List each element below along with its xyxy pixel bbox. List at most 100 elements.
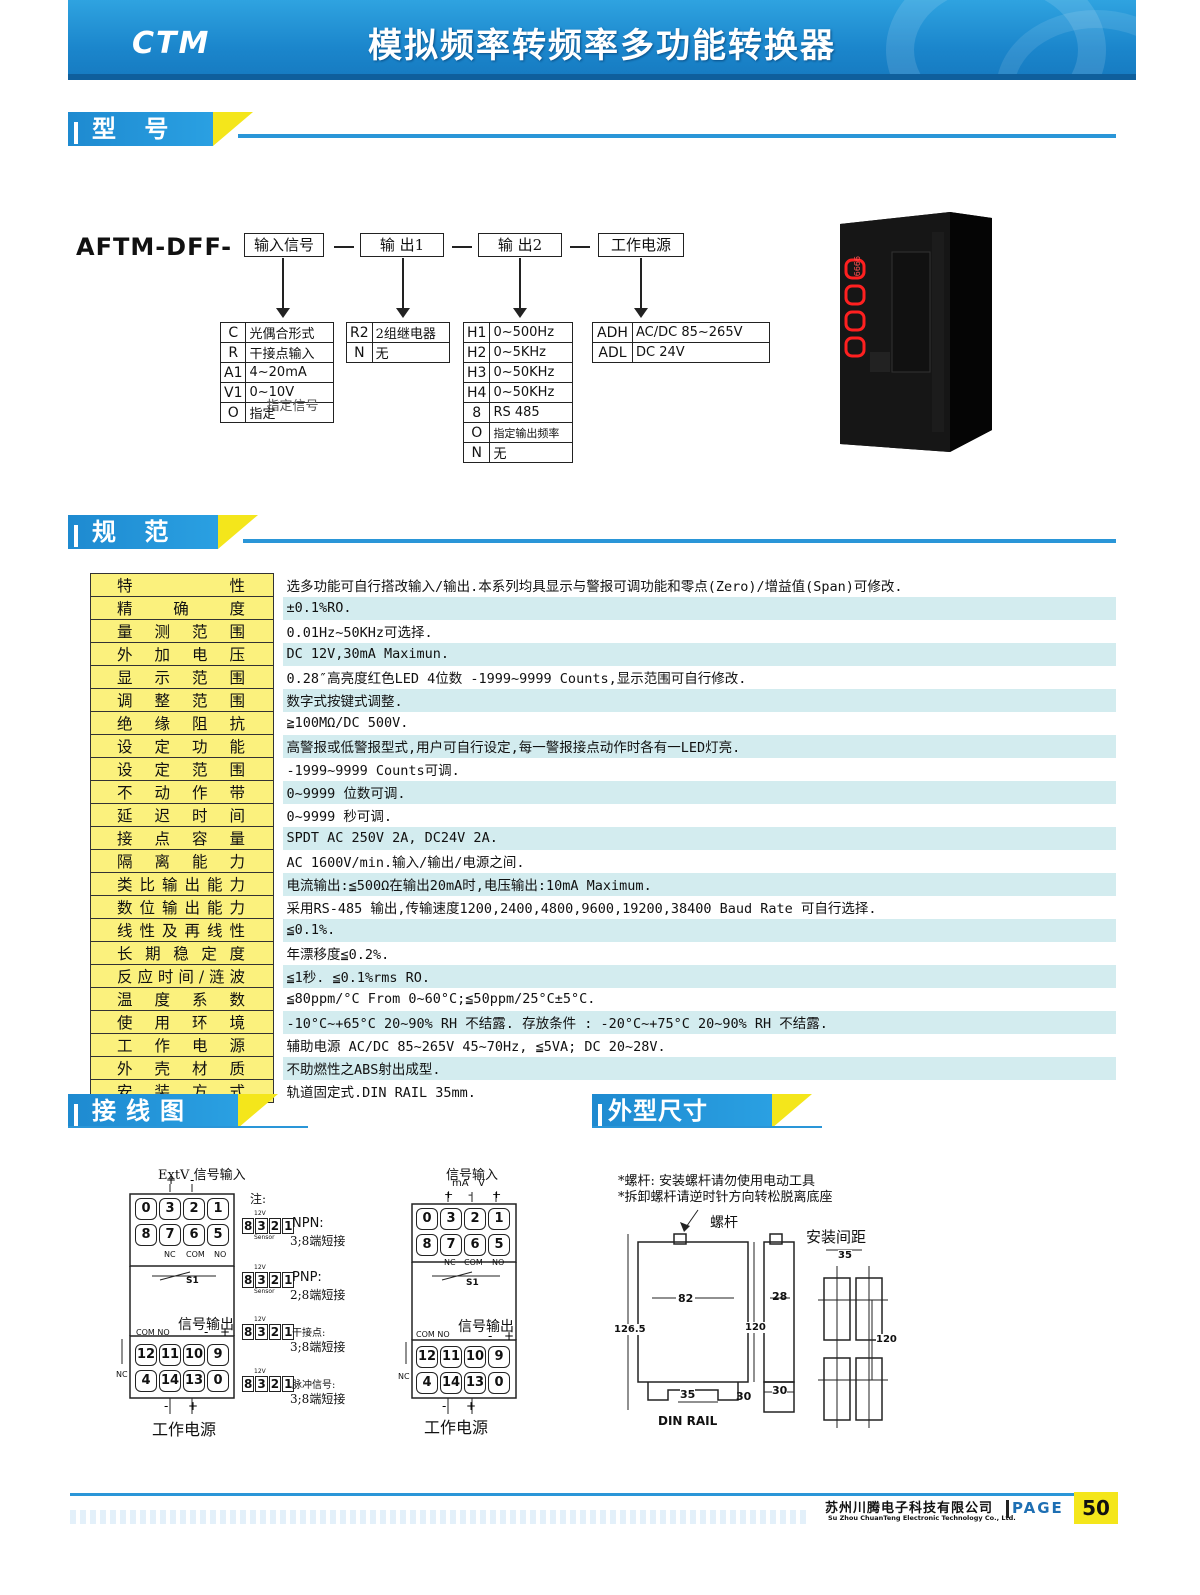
note-title: 脉冲信号: bbox=[292, 1380, 336, 1391]
svg-text:-: - bbox=[164, 1399, 168, 1413]
nc-label: NC bbox=[116, 1370, 128, 1379]
option-code: H1 bbox=[462, 322, 491, 343]
spec-value: DC 12V,30mA Maximun. bbox=[282, 642, 1116, 666]
relay-label: NC bbox=[164, 1250, 176, 1259]
spec-row: 延迟时间 0~9999 秒可调. bbox=[90, 803, 1116, 827]
mini-terminal: 2 bbox=[268, 1324, 282, 1340]
spec-value: 数字式按键式调整. bbox=[282, 688, 1116, 712]
section-dims: 外型尺寸(mm) bbox=[592, 1094, 1116, 1159]
option-desc: 指定 bbox=[249, 407, 276, 422]
spec-gap bbox=[274, 804, 283, 827]
svg-text:-: - bbox=[468, 1188, 472, 1201]
mini-terminal: 2 bbox=[268, 1218, 282, 1234]
spec-value: 轨道固定式.DIN RAIL 35mm. bbox=[286, 1085, 476, 1101]
spec-gap bbox=[274, 965, 283, 988]
wiring-diagram-1: ExtV 信号输入 +- -+ -+ 0 3 2 1 8 7 6 5 NC CO… bbox=[108, 1164, 248, 1444]
spec-gap bbox=[274, 758, 283, 781]
section-rule bbox=[238, 134, 1116, 138]
spec-gap bbox=[274, 643, 283, 666]
note-desc: 2;8端短接 bbox=[290, 1288, 346, 1302]
spec-value: SPDT AC 250V 2A, DC24V 2A. bbox=[282, 826, 1116, 850]
wiring-lines: +-+ -+ -+ bbox=[405, 1188, 517, 1414]
terminal: 9 bbox=[207, 1344, 229, 1366]
section-accent bbox=[213, 112, 253, 146]
dim-height2: 120 bbox=[745, 1322, 766, 1333]
spec-gap bbox=[274, 919, 283, 942]
footer-rule bbox=[70, 1493, 1115, 1496]
spec-gap bbox=[274, 1057, 283, 1080]
terminal: 10 bbox=[464, 1346, 486, 1368]
option-code: N bbox=[462, 442, 491, 463]
terminal: 13 bbox=[464, 1372, 486, 1394]
terminal: 8 bbox=[416, 1234, 438, 1256]
spec-row: 线性及再线性≦0.1%. bbox=[90, 918, 1116, 942]
product-photo: 9999 bbox=[840, 212, 992, 452]
option-code: H3 bbox=[462, 362, 491, 383]
option-desc: 无 bbox=[489, 442, 573, 463]
spec-key: 量测范围 bbox=[90, 619, 274, 643]
spec-value: -1999~9999 Counts可调. bbox=[286, 763, 460, 779]
option-desc: RS 485 bbox=[489, 402, 573, 423]
svg-text:+: + bbox=[220, 1325, 230, 1339]
power-label: 工作电源 bbox=[424, 1418, 489, 1437]
spec-gap bbox=[274, 597, 283, 620]
section-wiring: 接线图 bbox=[68, 1094, 308, 1128]
spec-gap bbox=[274, 712, 283, 735]
model-box-input: 输入信号 bbox=[244, 233, 324, 257]
mini-terminal: 2 bbox=[268, 1376, 282, 1392]
spec-key: 使用环境 bbox=[90, 1010, 274, 1034]
option-desc: 0~5KHz bbox=[489, 342, 573, 363]
section-spec: 规 范 bbox=[68, 515, 1116, 549]
spec-key: 延迟时间 bbox=[90, 803, 274, 827]
option-code: H4 bbox=[462, 382, 491, 403]
terminal: 2 bbox=[464, 1208, 486, 1230]
section-model: 型 号 bbox=[68, 112, 1116, 146]
option-desc: 指定信号 bbox=[266, 399, 319, 414]
dimension-lines bbox=[627, 1209, 888, 1428]
dim-rail: 35 bbox=[680, 1388, 696, 1401]
signal-type-label: mA V bbox=[452, 1178, 485, 1189]
spec-row: 长期稳定度年漂移度≦0.2%. bbox=[90, 941, 1116, 965]
spec-value: 0~9999 秒可调. bbox=[286, 809, 393, 825]
note-desc: 3;8端短接 bbox=[290, 1234, 346, 1248]
dash bbox=[570, 246, 590, 248]
relay-label: NC bbox=[444, 1258, 456, 1267]
spacing-label: 安装间距 bbox=[806, 1228, 867, 1246]
terminal: 1 bbox=[207, 1198, 229, 1220]
option-desc: 干接点输入 bbox=[245, 342, 334, 363]
section-rule bbox=[68, 1126, 308, 1128]
page-label: PAGE bbox=[1012, 1499, 1064, 1517]
terminal: 6 bbox=[183, 1224, 205, 1246]
wiring-diagram-2: 信号输入 mA V +-+ -+ -+ 0 3 2 1 8 7 6 5 NC C… bbox=[392, 1164, 522, 1444]
page-number: 50 bbox=[1074, 1492, 1118, 1524]
spec-value: ±0.1%RO. bbox=[282, 596, 1116, 620]
svg-text:+: + bbox=[188, 1399, 198, 1413]
spec-row: 特性选多功能可自行搭改输入/输出.本系列均具显示与警报可调功能和零点(Zero)… bbox=[90, 573, 1116, 597]
arrow-down bbox=[396, 258, 410, 318]
spec-row: 绝缘阻抗≧100MΩ/DC 500V. bbox=[90, 711, 1116, 735]
terminal: 10 bbox=[183, 1344, 205, 1366]
section-rule bbox=[243, 539, 1116, 543]
spec-row: 使用环境-10°C~+65°C 20~90% RH 不结露. 存放条件 : -2… bbox=[90, 1010, 1116, 1034]
mini-terminal: 3 bbox=[255, 1376, 268, 1392]
section-title: 规 范 bbox=[68, 515, 218, 549]
option-code: A1 bbox=[219, 362, 247, 383]
din-rail-label: DIN RAIL bbox=[658, 1414, 718, 1428]
terminal: 4 bbox=[135, 1370, 157, 1392]
spec-row: 设定范围-1999~9999 Counts可调. bbox=[90, 757, 1116, 781]
spec-value: 高警报或低警报型式,用户可自行设定,每一警报接点动作时各有一LED灯亮. bbox=[282, 734, 1116, 758]
spec-value: 辅助电源 AC/DC 85~265V 45~70Hz, ≦5VA; DC 20~… bbox=[286, 1039, 666, 1055]
spec-gap bbox=[274, 735, 283, 758]
terminal: 0 bbox=[135, 1198, 157, 1220]
spec-value: 0~9999 位数可调. bbox=[282, 780, 1116, 804]
dim-height: 126.5 bbox=[614, 1324, 646, 1335]
mini-terminal: 2 bbox=[268, 1272, 282, 1288]
